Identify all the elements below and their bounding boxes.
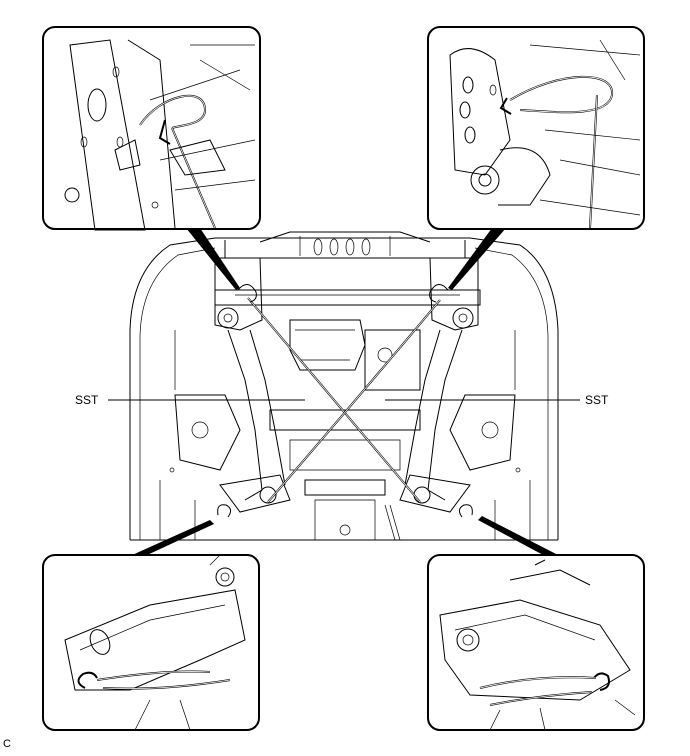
detail-panel-rear-left bbox=[42, 554, 260, 731]
sst-label-right-text: SST bbox=[585, 393, 609, 407]
sst-hook-rear-right bbox=[458, 504, 473, 518]
callout-connectors bbox=[130, 228, 560, 556]
figure-code: C bbox=[3, 738, 11, 750]
sst-label-left-text: SST bbox=[75, 393, 99, 407]
detail-panel-front-right bbox=[427, 26, 645, 230]
sst-label-left: SST bbox=[75, 393, 305, 407]
sst-hook-front-left bbox=[237, 284, 257, 303]
sst-cable-right-to-left bbox=[267, 299, 441, 503]
detail-panel-front-left bbox=[42, 26, 261, 231]
underbody-main-view bbox=[129, 231, 559, 541]
sst-cable-left-to-right bbox=[247, 297, 421, 503]
sst-hook-rear-left bbox=[217, 504, 232, 518]
detail-panel-rear-right bbox=[427, 554, 645, 731]
sst-hook-front-right bbox=[429, 284, 449, 303]
sst-label-right: SST bbox=[385, 393, 609, 407]
